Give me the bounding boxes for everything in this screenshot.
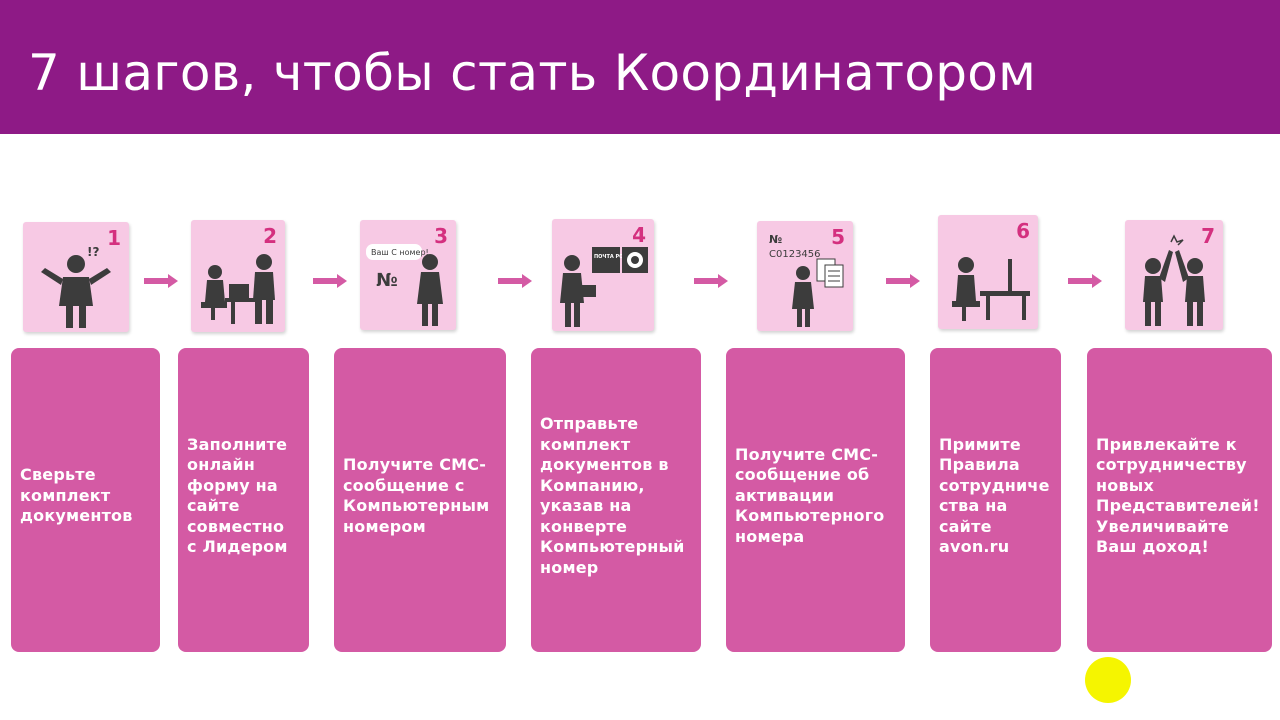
step-5-text: Получите СМС- сообщение об активации Ком…: [735, 444, 885, 546]
step-5-code-value: C0123456: [769, 249, 821, 260]
step-2-number: 2: [263, 224, 277, 248]
post-office-icon: ПОЧТА РОССИИ: [560, 247, 648, 327]
step-3-sms-bubble: Ваш С номер!: [371, 248, 429, 257]
arrow-icon: [498, 274, 532, 288]
step-6-number: 6: [1016, 219, 1030, 243]
step-5-code-label: №: [769, 233, 782, 246]
header-bar: 7 шагов, чтобы стать Координатором: [0, 0, 1280, 134]
high-five-icon: [1143, 234, 1205, 326]
step-7-number: 7: [1201, 224, 1215, 248]
arrow-icon: [144, 274, 178, 288]
step-1-text: Сверьте комплект документов: [20, 465, 133, 526]
sms-number-icon: Ваш С номер! №: [366, 244, 443, 326]
step-5-illustration: № C0123456 5: [757, 221, 853, 331]
step-7-card: Привлекайте к сотрудничеству новых Предс…: [1087, 348, 1272, 652]
step-7-illustration: 7: [1125, 220, 1223, 330]
step-3-number: 3: [434, 224, 448, 248]
activation-documents-icon: № C0123456: [769, 233, 844, 327]
step-3-text: Получите СМС- сообщение с Компьютерным н…: [343, 455, 490, 536]
arrow-icon: [694, 274, 728, 288]
step-5-card: Получите СМС- сообщение об активации Ком…: [726, 348, 905, 652]
step-1-number: 1: [107, 226, 121, 250]
step-6-card: Примите Правила сотрудниче ства на сайте…: [930, 348, 1061, 652]
person-at-computer-icon: [952, 257, 1030, 321]
step-4-text: Отправьте комплект документов в Компанию…: [540, 414, 685, 577]
confused-person-icon: !?: [41, 245, 111, 328]
step-2-card: Заполните онлайн форму на сайте совместн…: [178, 348, 309, 652]
step-4-card: Отправьте комплект документов в Компанию…: [531, 348, 701, 652]
step-7-text: Привлекайте к сотрудничеству новых Предс…: [1096, 434, 1260, 557]
arrow-icon: [1068, 274, 1102, 288]
step-6-illustration: 6: [938, 215, 1038, 329]
step-4-number: 4: [632, 223, 646, 247]
step-1-card: Сверьте комплект документов: [11, 348, 160, 652]
step-1-icon-label: !?: [87, 245, 99, 259]
computer-with-leader-icon: [201, 254, 275, 324]
arrow-icon: [886, 274, 920, 288]
step-4-illustration: ПОЧТА РОССИИ 4: [552, 219, 654, 331]
step-4-post-label: ПОЧТА РОССИИ: [594, 254, 639, 260]
step-2-illustration: 2: [191, 220, 285, 332]
step-1-illustration: !? 1: [23, 222, 129, 332]
page-title: 7 шагов, чтобы стать Координатором: [28, 44, 1037, 102]
arrow-icon: [313, 274, 347, 288]
step-3-illustration: Ваш С номер! № 3: [360, 220, 456, 330]
step-5-number: 5: [831, 225, 845, 249]
step-3-card: Получите СМС- сообщение с Компьютерным н…: [334, 348, 506, 652]
step-6-text: Примите Правила сотрудниче ства на сайте…: [939, 434, 1050, 557]
step-3-number-sign: №: [376, 270, 398, 291]
cursor-highlight: [1085, 657, 1131, 703]
step-2-text: Заполните онлайн форму на сайте совместн…: [187, 434, 288, 557]
